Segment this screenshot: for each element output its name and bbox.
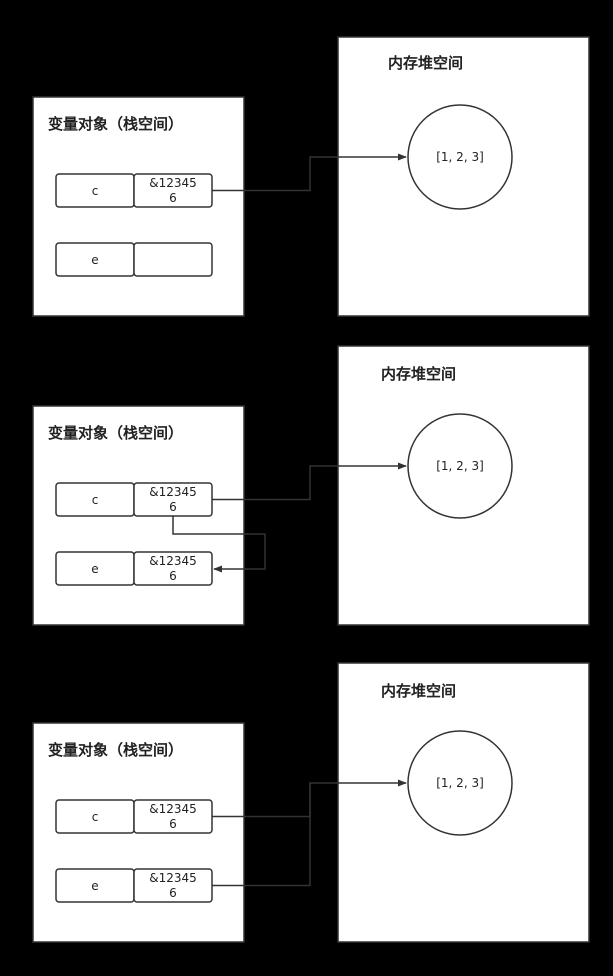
- heap-space-title: 内存堆空间: [381, 365, 456, 383]
- panel-3: 变量对象（栈空间） c &12345 6 e &12345 6 内存堆空间 [1…: [32, 662, 590, 943]
- var-ref-line1: &12345: [149, 554, 197, 568]
- var-ref-cell-empty: [133, 242, 213, 277]
- heap-space-title: 内存堆空间: [381, 682, 456, 700]
- heap-space-title: 内存堆空间: [388, 54, 463, 72]
- var-ref-line1: &12345: [149, 871, 197, 885]
- stack-space-title: 变量对象（栈空间）: [48, 424, 183, 442]
- var-ref-line1: &12345: [149, 485, 197, 499]
- var-name-label: e: [91, 879, 98, 893]
- stack-space-title: 变量对象（栈空间）: [48, 115, 183, 133]
- var-name-label: c: [92, 810, 99, 824]
- heap-object-value: [1, 2, 3]: [436, 459, 484, 473]
- var-name-label: c: [92, 184, 99, 198]
- copy-reference-arrow: [172, 516, 266, 573]
- heap-object-value: [1, 2, 3]: [436, 776, 484, 790]
- reference-arrow-c: [212, 462, 407, 501]
- var-name-label: e: [91, 562, 98, 576]
- heap-object-value: [1, 2, 3]: [436, 150, 484, 164]
- var-ref-line2: 6: [169, 569, 177, 583]
- panel-1: 变量对象（栈空间） c &12345 6 e 内存堆空间 [1, 2, 3]: [32, 36, 590, 317]
- var-name-label: c: [92, 493, 99, 507]
- var-ref-line1: &12345: [149, 176, 197, 190]
- var-ref-cell: [133, 551, 213, 586]
- var-ref-line2: 6: [169, 191, 177, 205]
- var-ref-line2: 6: [169, 817, 177, 831]
- var-name-label: e: [91, 253, 98, 267]
- reference-arrow-c: [212, 153, 407, 192]
- var-ref-line2: 6: [169, 500, 177, 514]
- var-ref-line1: &12345: [149, 802, 197, 816]
- var-ref-line2: 6: [169, 886, 177, 900]
- panel-2: 变量对象（栈空间） c &12345 6 e &12345 6 内存堆空间 [1…: [32, 345, 590, 626]
- reference-arrow-e: [212, 783, 311, 887]
- heap-object-circle: [407, 413, 513, 519]
- heap-object-circle: [407, 104, 513, 210]
- heap-object-circle: [407, 730, 513, 836]
- stack-space-title: 变量对象（栈空间）: [48, 741, 183, 759]
